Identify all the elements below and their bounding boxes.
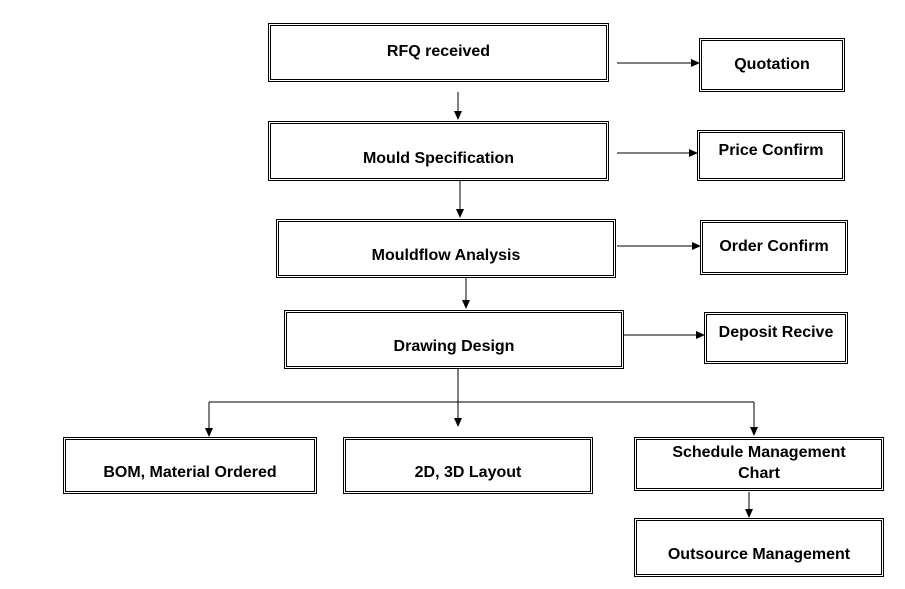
mould-specification-label: Mould Specification xyxy=(362,150,515,168)
mouldflow-analysis-label: Mouldflow Analysis xyxy=(371,247,521,265)
quotation-label: Quotation xyxy=(734,55,810,73)
order-confirm-label: Order Confirm xyxy=(719,238,829,256)
bom-material-ordered-label: BOM, Material Ordered xyxy=(103,464,277,482)
drawing-design-box: Drawing Design xyxy=(284,310,624,369)
price-confirm-box: Price Confirm xyxy=(697,130,845,181)
outsource-management-box: Outsource Management xyxy=(634,518,884,577)
drawing-design-label: Drawing Design xyxy=(393,338,515,356)
deposit-recive-box: Deposit Recive xyxy=(704,312,848,364)
rfq-received-label: RFQ received xyxy=(386,43,491,61)
layout-2d-3d-box: 2D, 3D Layout xyxy=(343,437,593,494)
rfq-received-box: RFQ received xyxy=(268,23,609,82)
mould-specification-box: Mould Specification xyxy=(268,121,609,181)
order-confirm-box: Order Confirm xyxy=(700,220,848,275)
quotation-box: Quotation xyxy=(699,38,845,92)
deposit-recive-label: Deposit Recive xyxy=(718,324,834,341)
bom-material-ordered-box: BOM, Material Ordered xyxy=(63,437,317,494)
outsource-management-label: Outsource Management xyxy=(667,546,851,564)
schedule-management-chart-box: Schedule Management Chart xyxy=(634,437,884,491)
schedule-management-chart-label: Schedule Management Chart xyxy=(672,444,846,482)
price-confirm-label: Price Confirm xyxy=(718,142,824,159)
layout-2d-3d-label: 2D, 3D Layout xyxy=(414,464,522,482)
mouldflow-analysis-box: Mouldflow Analysis xyxy=(276,219,616,278)
